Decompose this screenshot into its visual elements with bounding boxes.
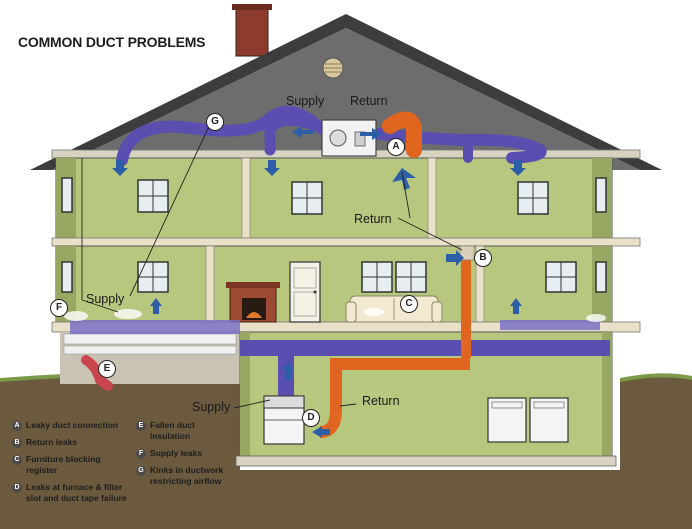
- legend-item: F Supply leaks: [136, 448, 236, 459]
- label-supply-attic: Supply: [286, 94, 325, 108]
- leak-puffs: [64, 308, 606, 322]
- legend-left: A Leaky duct connection B Return leaks C Fu…: [12, 420, 134, 510]
- badge-e: E: [98, 360, 116, 378]
- chimney: [235, 5, 269, 57]
- label-supply-basement: Supply: [192, 400, 231, 414]
- legend-dot: C: [12, 455, 22, 465]
- washer-dryer: [487, 397, 569, 443]
- badge-c: C: [400, 295, 418, 313]
- legend-dot: G: [136, 466, 146, 476]
- badge-d: D: [302, 409, 320, 427]
- badge-b: B: [474, 249, 492, 267]
- badge-g: G: [206, 113, 224, 131]
- supply-trunk: [240, 340, 610, 356]
- fallen-duct: [81, 355, 113, 391]
- badge-a: A: [387, 138, 405, 156]
- legend-text: Furniture blocking register: [26, 454, 101, 475]
- label-return-basement: Return: [362, 394, 400, 408]
- label-supply-main: Supply: [86, 292, 125, 306]
- airflow-arrows: [112, 126, 526, 438]
- legend-item: C Furniture blocking register: [12, 454, 134, 476]
- legend-item: E Fallen duct insulation: [136, 420, 236, 442]
- legend-item: D Leaks at furnace & filter slot and duct…: [12, 482, 134, 504]
- legend-item: A Leaky duct connection: [12, 420, 134, 431]
- label-return-attic: Return: [350, 94, 388, 108]
- legend-item: B Return leaks: [12, 437, 134, 448]
- ground: [0, 374, 692, 529]
- legend-dot: F: [136, 449, 146, 459]
- legend-text: Supply leaks: [150, 448, 202, 458]
- legend-text: Return leaks: [26, 437, 78, 447]
- legend-dot: D: [12, 483, 22, 493]
- legend-text: Leaks at furnace & filter slot and duct …: [26, 482, 127, 503]
- legend-dot: E: [136, 421, 146, 431]
- insulation: [63, 333, 237, 355]
- furnace: [263, 395, 305, 445]
- legend-text: Fallen duct insulation: [150, 420, 195, 441]
- leader-lines: [81, 123, 463, 409]
- legend-dot: B: [12, 438, 22, 448]
- label-return-upper: Return: [354, 212, 392, 226]
- legend-text: Leaky duct connection: [26, 420, 119, 430]
- supply-ducts: [116, 105, 547, 166]
- legend-dot: A: [12, 421, 22, 431]
- page-title: COMMON DUCT PROBLEMS: [18, 34, 206, 50]
- legend-text: Kinks in ductwork restricting airflow: [150, 465, 224, 486]
- couch: [345, 295, 443, 323]
- legend-item: G Kinks in ductwork restricting airflow: [136, 465, 236, 487]
- badge-f: F: [50, 299, 68, 317]
